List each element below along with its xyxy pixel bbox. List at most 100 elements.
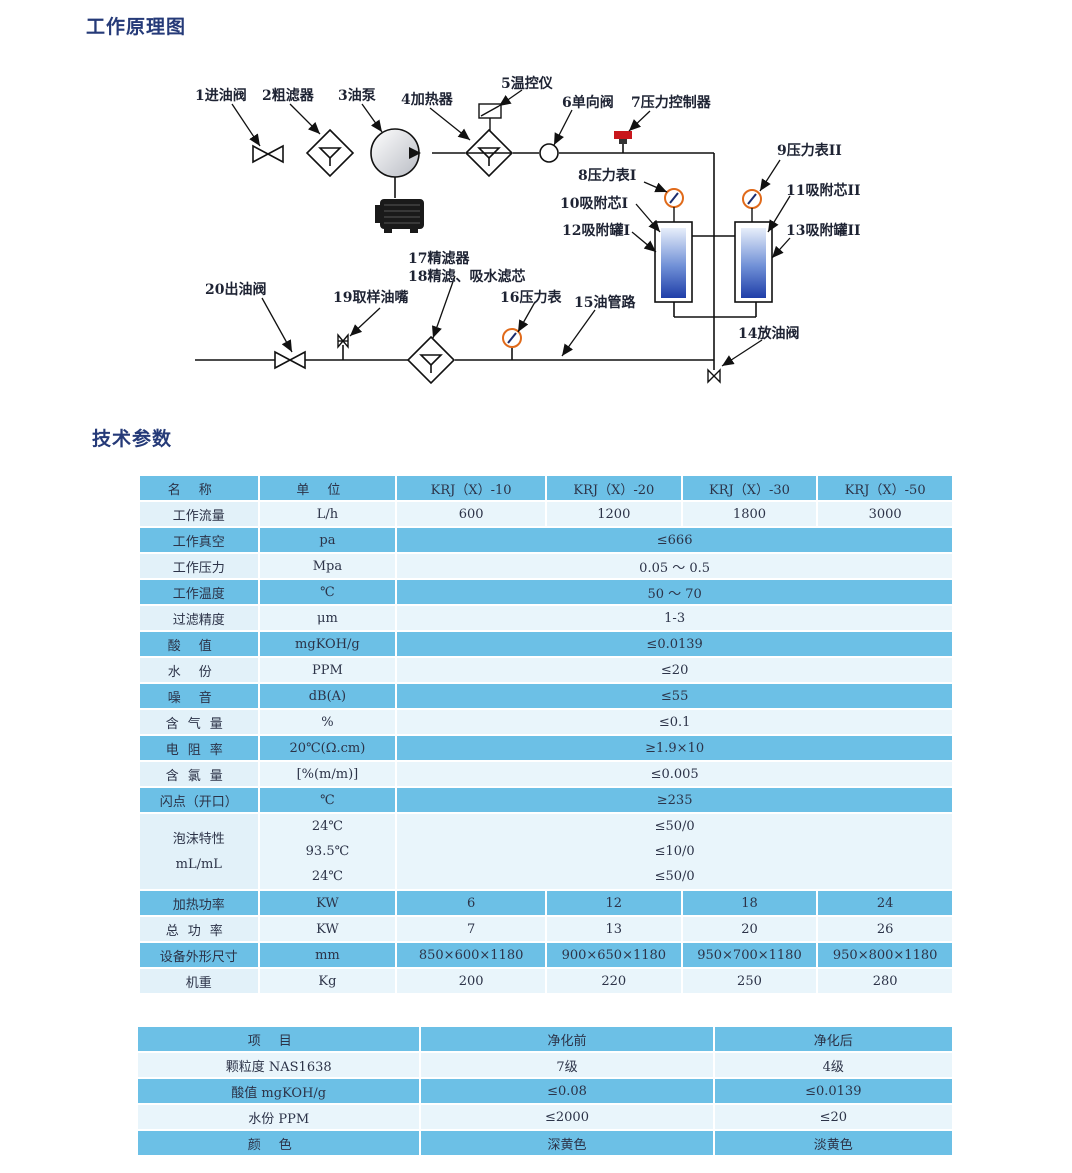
row-label: 工作压力 [140, 554, 258, 578]
label-temp-controller: 5温控仪 [501, 75, 554, 92]
table-row: 酸值 mgKOH/g ≤0.08 ≤0.0139 [138, 1079, 952, 1103]
table-row: 水份 PPM ≤20 [140, 658, 952, 682]
row-value: 4级 [714, 1053, 952, 1077]
row-value: 900×650×1180 [546, 943, 681, 967]
purify-header-row: 项目 净化前 净化后 [138, 1027, 952, 1051]
table-row: 颗粒度 NAS1638 7级 4级 [138, 1053, 952, 1077]
table-row: 闪点（开口） ℃ ≥235 [140, 788, 952, 812]
row-value: 13 [546, 917, 681, 941]
row-unit: KW [259, 891, 396, 915]
table-row: 加热功率 KW 6 12 18 24 [140, 891, 952, 915]
working-principle-diagram: 1进油阀 2粗滤器 3油泵 4加热器 5温控仪 6单向阀 7压力控制器 8压力表… [195, 75, 861, 385]
label-fine-filter: 17精滤器 [408, 250, 470, 267]
row-unit: L/h [259, 502, 396, 526]
row-label: 工作流量 [140, 502, 258, 526]
row-label: 加热功率 [140, 891, 258, 915]
row-value: 1200 [546, 502, 681, 526]
label-inlet-valve: 1进油阀 [195, 87, 247, 104]
row-unit: pa [259, 528, 396, 552]
label-adsorb-core-2: 11吸附芯II [786, 182, 861, 199]
purification-table: 项目 净化前 净化后 颗粒度 NAS1638 7级 4级 酸值 mgKOH/g … [136, 1025, 954, 1157]
row-value: 1-3 [397, 606, 952, 630]
foam-unit: 93.5℃ [305, 844, 350, 859]
foam-value: ≤10/0 [654, 844, 695, 859]
table-row: 颜色 深黄色 淡黄色 [138, 1131, 952, 1155]
row-unit: 24℃ 93.5℃ 24℃ [259, 814, 396, 889]
row-label: 水份 [140, 658, 258, 682]
label-gauge-1: 8压力表I [578, 167, 636, 184]
row-value: 200 [397, 969, 545, 993]
row-value: 18 [682, 891, 817, 915]
row-value: ≤55 [397, 684, 952, 708]
row-value: 280 [818, 969, 952, 993]
row-value: 220 [546, 969, 681, 993]
spec-header-unit: 单位 [259, 476, 396, 500]
row-value: 3000 [818, 502, 952, 526]
row-value: 6 [397, 891, 545, 915]
table-row: 含气量 % ≤0.1 [140, 710, 952, 734]
row-unit: dB(A) [259, 684, 396, 708]
row-unit: Mpa [259, 554, 396, 578]
row-value: ≤20 [714, 1105, 952, 1129]
row-unit: ℃ [259, 580, 396, 604]
row-value: 600 [397, 502, 545, 526]
row-value: ≤0.1 [397, 710, 952, 734]
label-pressure-controller: 7压力控制器 [631, 94, 712, 111]
table-row: 电阻率 20℃(Ω.cm) ≥1.9×10 [140, 736, 952, 760]
spec-table: 名称 单位 KRJ（X）-10 KRJ（X）-20 KRJ（X）-30 KRJ（… [138, 474, 954, 995]
table-row: 工作温度 ℃ 50 ～ 70 [140, 580, 952, 604]
label-fine-water-core: 18精滤、吸水滤芯 [408, 268, 525, 285]
row-value: 50 ～ 70 [397, 580, 952, 604]
row-value: 20 [682, 917, 817, 941]
row-label: 颗粒度 NAS1638 [138, 1053, 420, 1077]
row-unit: Kg [259, 969, 396, 993]
row-label: 过滤精度 [140, 606, 258, 630]
spec-header-name: 名称 [140, 476, 258, 500]
row-value: 850×600×1180 [397, 943, 545, 967]
row-value: 26 [818, 917, 952, 941]
row-label: 闪点（开口） [140, 788, 258, 812]
row-unit: mm [259, 943, 396, 967]
spec-header-model: KRJ（X）-10 [397, 476, 545, 500]
table-row-foam: 泡沫特性 mL/mL 24℃ 93.5℃ 24℃ ≤50/0 ≤10/0 ≤50… [140, 814, 952, 889]
section-title-principle: 工作原理图 [86, 16, 187, 38]
row-value: ≤2000 [421, 1105, 713, 1129]
purify-header-before: 净化前 [421, 1027, 713, 1051]
table-row: 噪音 dB(A) ≤55 [140, 684, 952, 708]
label-drain-valve: 14放油阀 [738, 325, 799, 342]
foam-unit: 24℃ [311, 869, 343, 884]
foam-value: ≤50/0 [654, 819, 695, 834]
table-row: 水份 PPM ≤2000 ≤20 [138, 1105, 952, 1129]
row-unit: % [259, 710, 396, 734]
label-adsorb-tank-2: 13吸附罐II [786, 222, 861, 239]
table-row: 工作压力 Mpa 0.05 ～ 0.5 [140, 554, 952, 578]
table-row: 设备外形尺寸 mm 850×600×1180 900×650×1180 950×… [140, 943, 952, 967]
foam-unit: 24℃ [311, 819, 343, 834]
row-label: 水份 PPM [138, 1105, 420, 1129]
table-row: 工作流量 L/h 600 1200 1800 3000 [140, 502, 952, 526]
table-row: 酸值 mgKOH/g ≤0.0139 [140, 632, 952, 656]
row-value: 淡黄色 [714, 1131, 952, 1155]
spec-header-model: KRJ（X）-20 [546, 476, 681, 500]
row-unit: PPM [259, 658, 396, 682]
purify-header-item: 项目 [138, 1027, 420, 1051]
label-adsorb-tank-1: 12吸附罐I [562, 222, 630, 239]
foam-label: 泡沫特性 [172, 831, 225, 847]
row-value: 250 [682, 969, 817, 993]
row-unit: mgKOH/g [259, 632, 396, 656]
row-value: ≤666 [397, 528, 952, 552]
purify-header-after: 净化后 [714, 1027, 952, 1051]
spec-header-row: 名称 单位 KRJ（X）-10 KRJ（X）-20 KRJ（X）-30 KRJ（… [140, 476, 952, 500]
label-heater: 4加热器 [401, 91, 454, 108]
row-value: ≤50/0 ≤10/0 ≤50/0 [397, 814, 952, 889]
row-value: 7 [397, 917, 545, 941]
row-label: 酸值 mgKOH/g [138, 1079, 420, 1103]
row-value: ≤20 [397, 658, 952, 682]
row-label: 泡沫特性 mL/mL [140, 814, 258, 889]
table-row: 过滤精度 μm 1-3 [140, 606, 952, 630]
row-value: ≥235 [397, 788, 952, 812]
row-label: 设备外形尺寸 [140, 943, 258, 967]
row-value: ≤0.08 [421, 1079, 713, 1103]
table-row: 总功率 KW 7 13 20 26 [140, 917, 952, 941]
section-title-tech: 技术参数 [92, 428, 173, 450]
